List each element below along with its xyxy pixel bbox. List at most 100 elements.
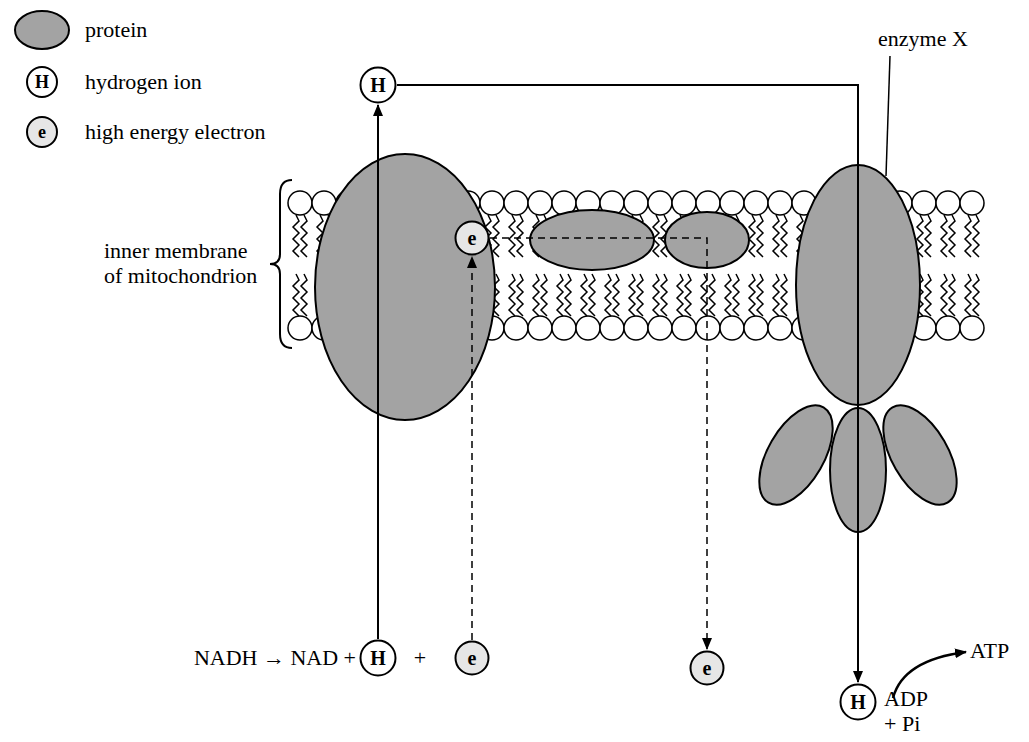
lipid-tail: [605, 274, 611, 316]
hydrogen-ion: H: [839, 683, 877, 721]
lipid-head: [528, 191, 552, 215]
lipid-head: [936, 316, 960, 340]
lipid-head: [288, 191, 312, 215]
lipid-tail: [949, 274, 955, 316]
lipid-head: [504, 191, 528, 215]
lipid-head: [672, 316, 696, 340]
membrane-label: inner membrane of mitochondrion: [104, 238, 270, 288]
lipid-tail: [517, 215, 523, 257]
legend-text: hydrogen ion: [85, 69, 202, 95]
lipid-tail: [773, 215, 779, 257]
ion-circle: [361, 68, 396, 103]
electron: e: [454, 220, 490, 256]
lipid-tail: [685, 274, 691, 316]
lipid-head: [672, 191, 696, 215]
lipid-head: [912, 191, 936, 215]
lipid-tail: [293, 215, 299, 257]
ion-symbol: H: [850, 691, 866, 713]
lipid-tail: [565, 274, 571, 316]
ion-symbol: H: [370, 74, 386, 96]
lipid-head: [744, 191, 768, 215]
lipid-tail: [653, 274, 659, 316]
lipid-head: [768, 191, 792, 215]
lipid-tail: [925, 215, 931, 257]
protein-complex: [315, 154, 495, 420]
legend-electron-sample: [27, 117, 57, 147]
lipid-head: [744, 316, 768, 340]
lipid-tail: [965, 274, 971, 316]
lipid-tail: [749, 215, 755, 257]
electron: e: [689, 650, 725, 686]
hydrogen-ion-path: [377, 105, 379, 639]
part-label: enzyme X: [878, 26, 1018, 51]
equation-text: +: [408, 645, 432, 670]
ion-symbol: H: [370, 647, 386, 669]
lipid-head: [960, 191, 984, 215]
lipid-tail: [589, 274, 595, 316]
lipid-head: [624, 191, 648, 215]
ion-symbol: e: [703, 657, 712, 679]
lipid-head: [552, 316, 576, 340]
lipid-tail: [749, 274, 755, 316]
lipid-tail: [781, 215, 787, 257]
legend-symbol: H: [27, 70, 57, 94]
lipid-head: [528, 316, 552, 340]
legend-symbol: e: [27, 120, 57, 144]
product-label: ATP: [970, 638, 1026, 663]
lipid-head: [288, 316, 312, 340]
lipid-head: [504, 316, 528, 340]
ion-circle: [456, 642, 489, 675]
hydrogen-ion-path: [397, 85, 858, 682]
lipid-tail: [973, 274, 979, 316]
legend-text: high energy electron: [85, 119, 265, 145]
lipid-head: [720, 316, 744, 340]
equation-text: NADH → NAD +: [140, 645, 356, 670]
lipid-tail: [533, 274, 539, 316]
lipid-tail: [701, 274, 707, 316]
lipid-tail: [925, 274, 931, 316]
lipid-tail: [293, 274, 299, 316]
lipid-tail: [733, 274, 739, 316]
lipid-head: [624, 316, 648, 340]
lipid-tail: [965, 215, 971, 257]
lipid-tail: [629, 274, 635, 316]
leader-line: [886, 56, 890, 176]
lipid-head: [768, 316, 792, 340]
legend-protein-sample: [15, 11, 69, 49]
lipid-head: [696, 316, 720, 340]
lipid-tail: [781, 274, 787, 316]
legend-hydrogen-sample: [27, 67, 57, 97]
ion-circle: [361, 641, 396, 676]
lipid-tail: [517, 274, 523, 316]
lipid-tail: [541, 274, 547, 316]
electron: e: [454, 640, 490, 676]
lipid-tail: [941, 274, 947, 316]
ion-symbol: e: [468, 647, 477, 669]
lipid-head: [936, 191, 960, 215]
lipid-head: [720, 191, 744, 215]
lipid-tail: [709, 274, 715, 316]
lipid-head: [648, 316, 672, 340]
lipid-tail: [725, 274, 731, 316]
ion-symbol: e: [468, 227, 477, 249]
lipid-tail: [773, 274, 779, 316]
lipid-head: [600, 316, 624, 340]
electron-path: [471, 257, 473, 640]
lipid-tail: [509, 274, 515, 316]
ion-circle: [456, 222, 489, 255]
legend-text: protein: [85, 17, 147, 43]
lipid-tail: [757, 215, 763, 257]
electron-path: [490, 238, 707, 649]
lipid-tail: [493, 215, 499, 257]
lipid-head: [648, 191, 672, 215]
membrane-bracket: [270, 180, 292, 348]
lipid-head: [480, 191, 504, 215]
lipid-tail: [757, 274, 763, 316]
hydrogen-ion: H: [359, 639, 397, 677]
lipid-tail: [941, 215, 947, 257]
ion-circle: [691, 652, 724, 685]
lipid-head: [576, 316, 600, 340]
